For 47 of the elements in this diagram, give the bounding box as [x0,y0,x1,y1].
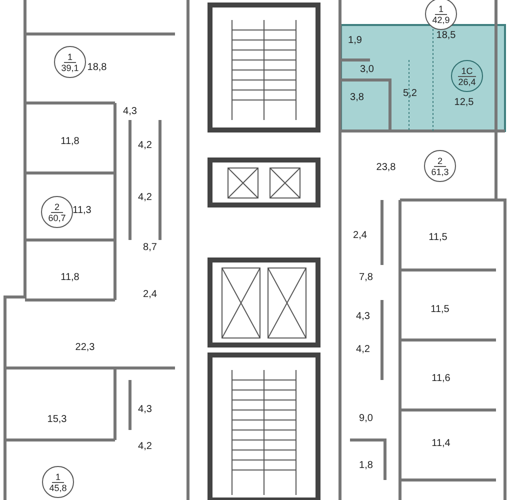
room-area: 11,5 [428,232,448,244]
apartment-area: 45,8 [49,482,67,492]
apartment-badge [424,150,456,182]
room-area: 3,0 [360,64,374,76]
room-area: 4,2 [138,441,152,453]
room-area: 11,5 [430,304,450,316]
room-area: 11,6 [432,373,450,385]
room-area: 3,8 [350,92,364,104]
apartment-area: 60,7 [48,212,66,222]
room-area: 11,4 [432,438,450,450]
room-area: 22,3 [75,342,95,354]
room-area: 18,8 [87,62,107,74]
room-count: 1 [64,52,76,62]
room-area: 11,3 [72,205,92,217]
apartment-area: 39,1 [61,62,79,72]
room-area: 9,0 [359,413,373,425]
room-area: 11,8 [60,272,80,284]
room-area: 1,8 [359,460,373,472]
apartment-badge [41,196,73,228]
room-count: 1С [458,66,476,76]
room-count: 2 [51,202,62,212]
room-area: 23,8 [376,162,396,174]
apartment-area: 61,3 [431,166,449,176]
room-area: 4,3 [138,404,152,416]
room-area: 18,5 [436,30,456,42]
room-area: 7,8 [359,272,373,284]
apartment-area: 26,4 [458,76,476,86]
room-count: 1 [52,472,64,482]
room-area: 4,2 [356,344,370,356]
room-area: 1,9 [348,35,362,47]
room-area: 12,5 [454,97,474,109]
room-area: 5,2 [403,88,417,100]
room-area: 15,3 [47,414,67,426]
room-count: 2 [434,156,446,166]
room-area: 4,3 [123,106,137,118]
room-area: 4,2 [138,140,152,152]
room-area: 4,2 [138,192,152,204]
apartment-badge [425,0,457,30]
room-area: 11,8 [60,136,80,148]
room-area: 2,4 [143,289,157,301]
apartment-badge [54,46,86,78]
room-area: 2,4 [353,230,367,242]
apartment-badge [42,466,74,498]
room-area: 8,7 [143,242,157,254]
apartment-area: 42,9 [432,14,450,24]
room-count: 1 [435,4,446,14]
room-area: 4,3 [356,311,370,323]
